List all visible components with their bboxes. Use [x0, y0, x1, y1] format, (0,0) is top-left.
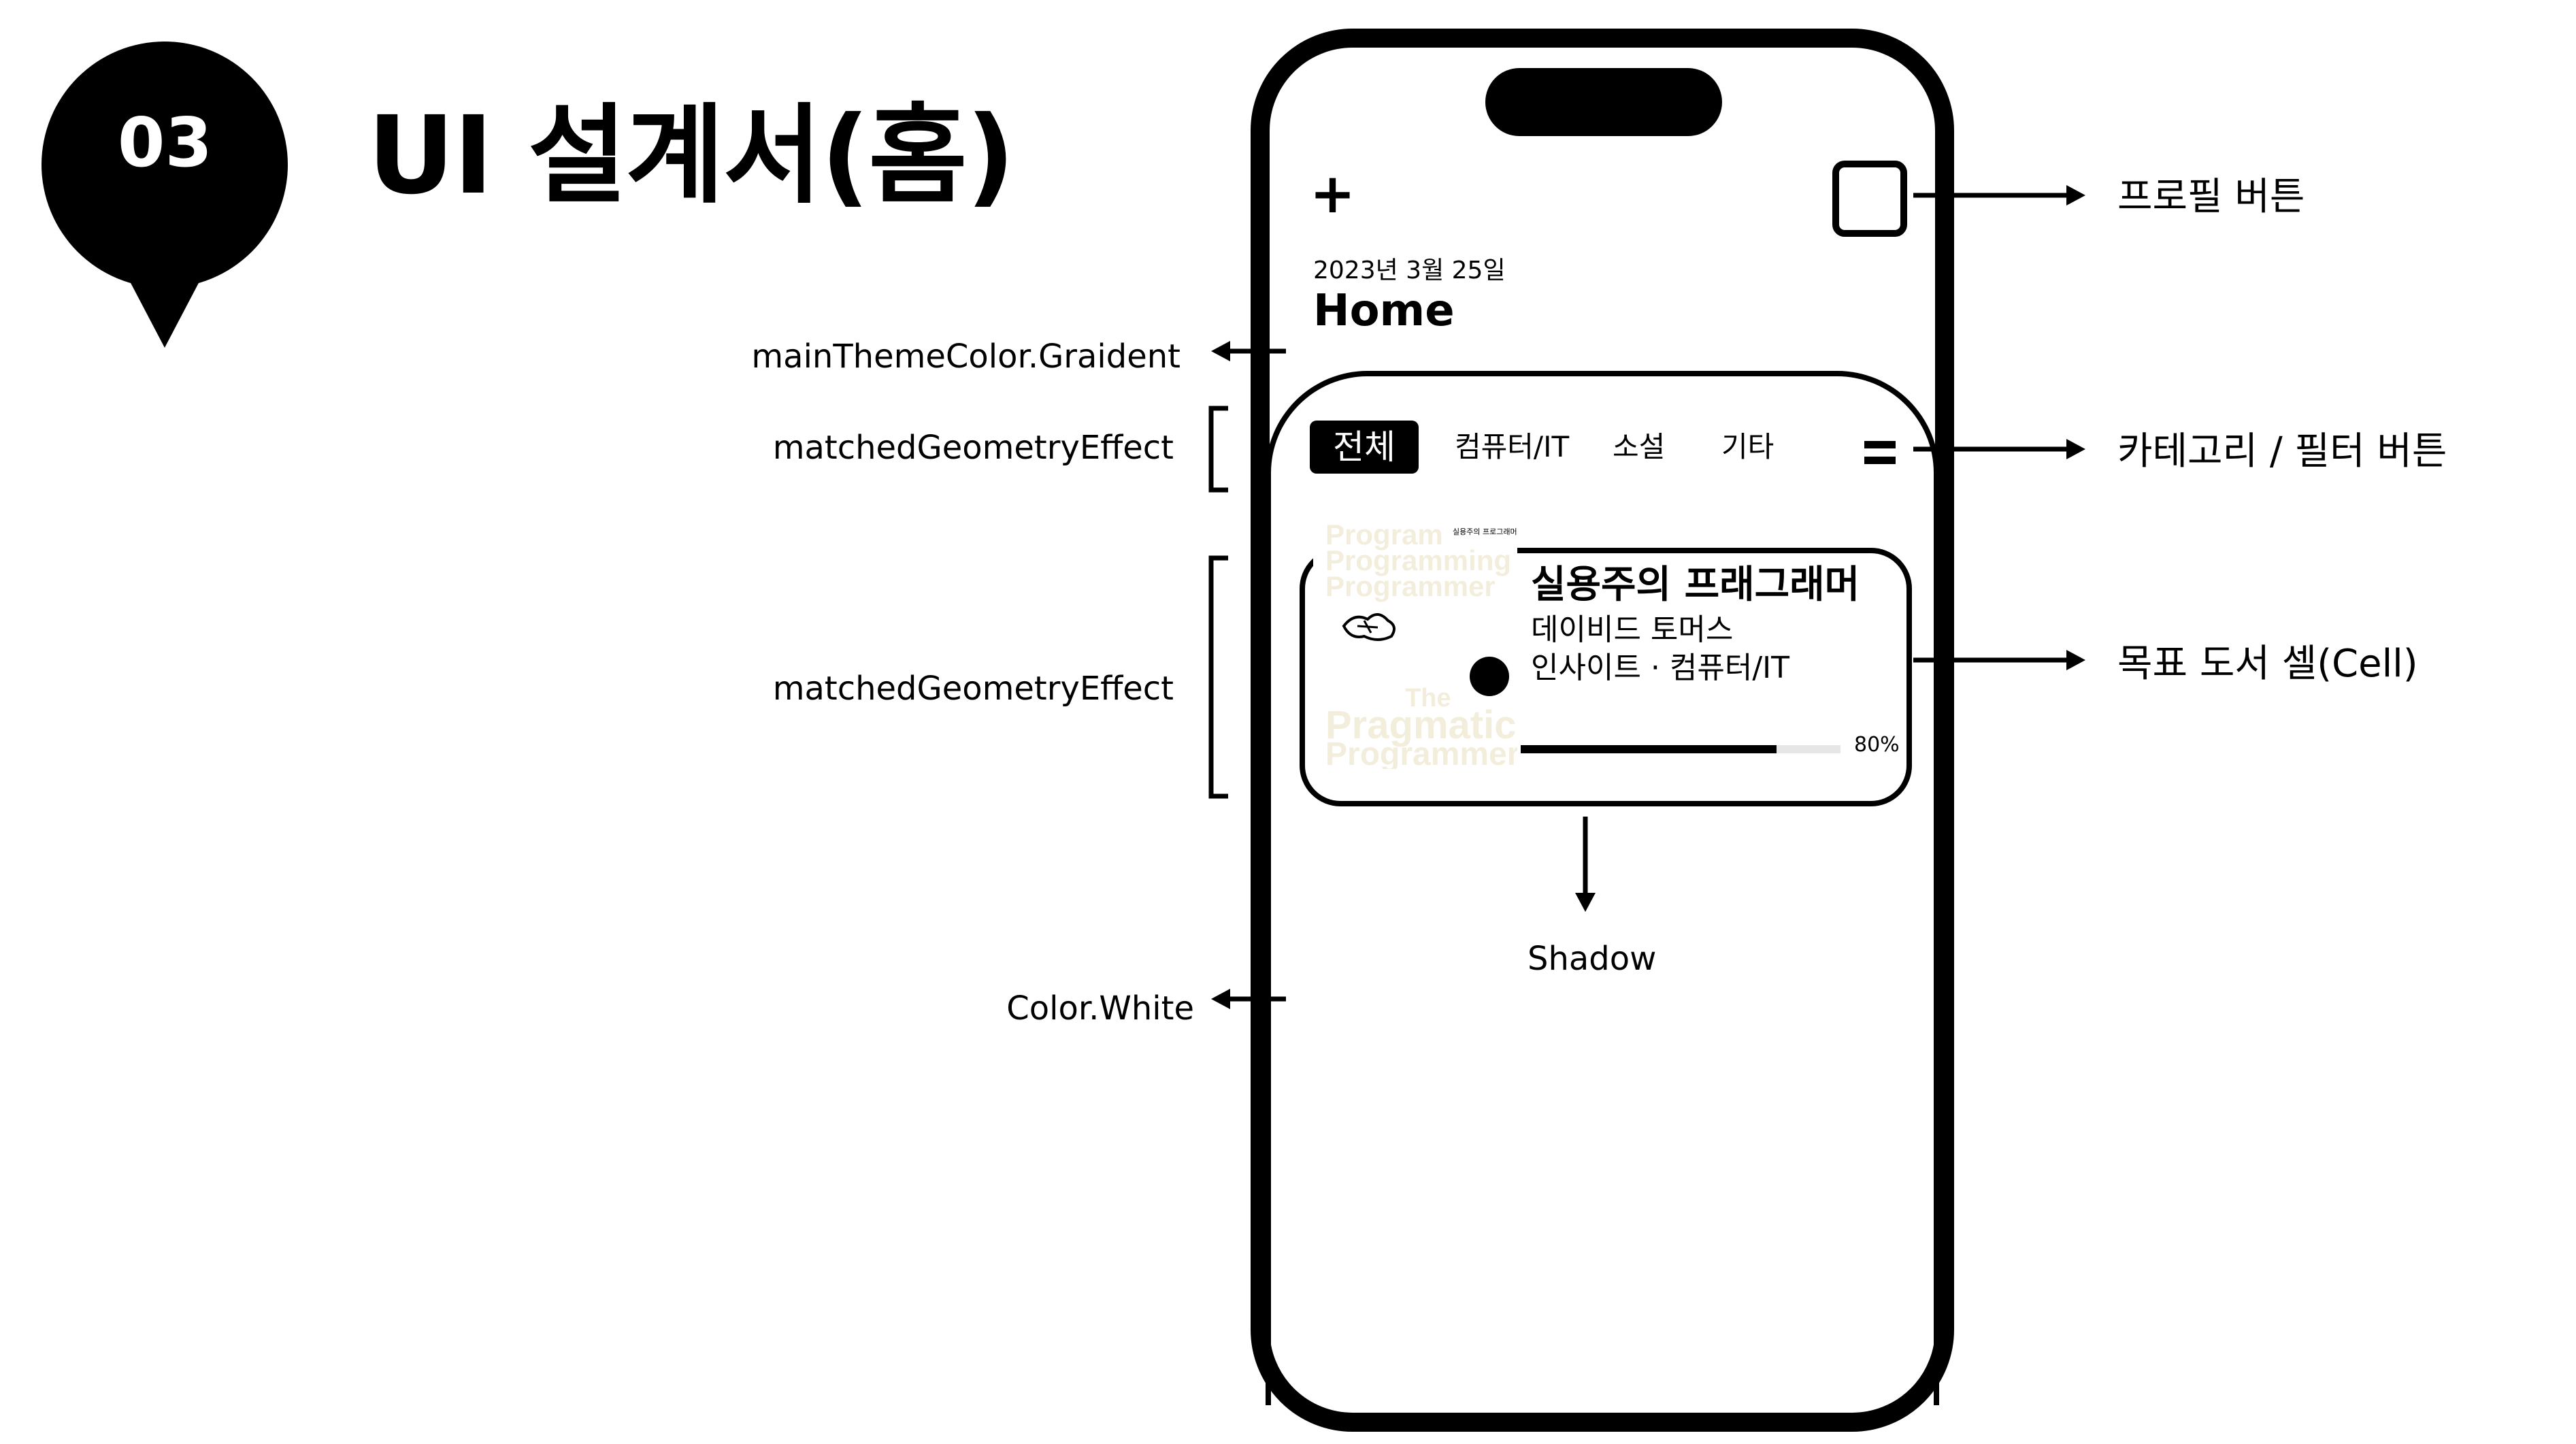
annotation-geometry-tabs: matchedGeometryEffect	[680, 431, 1174, 464]
annotation-geometry-cell: matchedGeometryEffect	[680, 672, 1174, 705]
cell-arrowhead	[2066, 650, 2085, 670]
tabs-bracket	[1211, 408, 1228, 490]
annotation-category-filter: 카테고리 / 필터 버튼	[2117, 433, 2447, 471]
shadow-arrowhead	[1575, 893, 1596, 912]
annotation-goal-cell: 목표 도서 셀(Cell)	[2117, 645, 2418, 683]
category-arrowhead	[2066, 439, 2085, 459]
profile-arrowhead	[2066, 185, 2085, 206]
white-arrowhead	[1211, 989, 1230, 1009]
gradient-arrowhead	[1211, 341, 1230, 361]
cell-bracket	[1211, 558, 1228, 796]
annotation-profile-button: 프로필 버튼	[2117, 178, 2305, 216]
annotation-shadow: Shadow	[1528, 942, 1656, 975]
annotation-gradient: mainThemeColor.Graident	[680, 340, 1180, 373]
annotation-white: Color.White	[680, 992, 1194, 1025]
